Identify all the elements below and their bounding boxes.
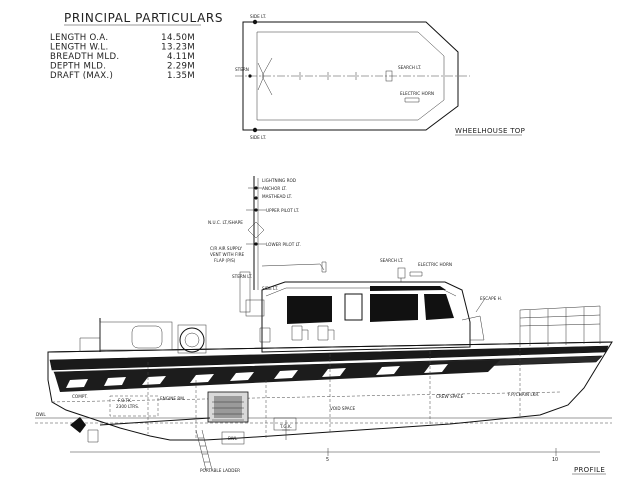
label-side-lt: SIDE LT.	[262, 286, 278, 291]
label-nuc-lt: N.U.C. LT./SHAPE	[208, 220, 243, 225]
masthead-light-icon	[254, 186, 258, 190]
profile-title: PROFILE	[574, 466, 605, 474]
bow-rail	[519, 305, 601, 347]
sheer-band	[49, 345, 609, 371]
lower-pilot-light-icon	[254, 242, 258, 246]
upper-pilot-light-icon	[254, 208, 258, 212]
label-search-lt: SEARCH LT.	[380, 258, 403, 263]
propeller-icon	[70, 417, 86, 433]
particular-label: DRAFT (MAX.)	[50, 71, 113, 81]
wheelhouse-window	[287, 296, 332, 324]
wheelhouse-window	[424, 294, 454, 320]
label-dwl: DWL	[36, 412, 46, 417]
horn-icon	[409, 271, 423, 277]
label-search-lt: SEARCH LT.	[398, 65, 421, 70]
label-side-lt-top: SIDE LT.	[250, 14, 266, 19]
particular-value: 14.50M	[161, 33, 195, 43]
wheelhouse-door	[344, 293, 363, 321]
mast-labels: LIGHTNING ROD ANCHOR LT. MASTHEAD LT. UP…	[208, 178, 301, 291]
particulars-heading: PRINCIPAL PARTICULARS	[64, 11, 223, 25]
propeller-shaft	[99, 417, 211, 426]
particular-label: LENGTH W.L.	[50, 43, 109, 53]
portable-ladder	[195, 429, 213, 471]
label-bwl: BWL	[228, 436, 238, 441]
principal-particulars: PRINCIPAL PARTICULARS LENGTH O.A. 14.50M…	[50, 11, 223, 81]
search-light-icon	[397, 267, 406, 279]
horn-icon	[404, 97, 420, 103]
label-air-supply: C/R AIR SUPPLY	[210, 246, 242, 251]
label-stern-lt: STERN LT.	[232, 274, 252, 279]
label-portable-ladder: PORTABLE LADDER	[200, 468, 240, 473]
wheelhouse	[259, 281, 485, 353]
stern-light-icon	[248, 74, 252, 78]
label-lower-pilot-lt: LOWER PILOT LT.	[266, 242, 301, 247]
label-tgk: T.G.K.	[279, 424, 292, 429]
anchor-light-icon	[254, 196, 258, 200]
aft-deck-equipment	[79, 321, 207, 354]
liferaft-canister	[131, 325, 163, 349]
label-crew-space: CREW SPACE	[436, 394, 464, 399]
particular-label: LENGTH O.A.	[50, 33, 108, 43]
label-fuel-tk: F.O.TK.	[118, 398, 132, 403]
wheelhouse-window	[370, 294, 418, 322]
label-fuel-tk-cap: 2300 LTRS.	[116, 404, 139, 409]
label-anchor-lt: ANCHOR LT.	[262, 186, 287, 191]
particular-value: 13.23M	[161, 43, 195, 53]
label-vent-fire: VENT WITH FIRE	[210, 252, 244, 257]
search-light-icon	[385, 70, 393, 82]
particular-value: 1.35M	[167, 71, 195, 81]
label-fp-chain-lkr: F.P./CHAIN LKR.	[508, 392, 540, 397]
hull-outline	[47, 341, 613, 441]
particulars-row: LENGTH W.L. 13.23M	[50, 43, 195, 53]
label-void-space: VOID SPACE	[330, 406, 356, 411]
particulars-row: DRAFT (MAX.) 1.35M	[50, 71, 195, 81]
deck-labels: SEARCH LT. ELECTRIC HORN ESCAPE H. F.P./…	[36, 258, 540, 473]
side-light-icon	[252, 19, 258, 25]
particular-label: DEPTH MLD.	[50, 62, 106, 72]
label-engine-rm: ENGINE RM.	[160, 396, 185, 401]
particular-value: 2.29M	[167, 62, 195, 72]
wheelhouse-top-plan: SIDE LT. SIDE LT. STERN SEARCH LT. ELECT…	[235, 14, 525, 140]
label-masthead-lt: MASTHEAD LT.	[262, 194, 292, 199]
lifebuoy-icon	[179, 327, 205, 353]
frame-mark: 10	[552, 457, 558, 463]
label-flap: FLAP (P/S)	[214, 258, 236, 263]
particular-label: BREADTH MLD.	[50, 52, 119, 62]
label-stern: STERN	[235, 67, 249, 72]
frame-scale: 5 10	[326, 448, 558, 463]
label-lightning-rod: LIGHTNING ROD	[262, 178, 296, 183]
engine-room	[70, 380, 297, 471]
profile-view: 5 10 LIGHTNING ROD ANCHOR LT. MASTHEAD L…	[35, 176, 613, 475]
wheelhouse-top-title: WHEELHOUSE TOP	[455, 127, 525, 135]
particulars-row: BREADTH MLD. 4.11M	[50, 52, 195, 62]
frame-mark: 5	[326, 457, 329, 463]
particulars-row: DEPTH MLD. 2.29M	[50, 62, 195, 72]
mast	[239, 176, 327, 317]
particular-value: 4.11M	[167, 52, 195, 62]
nuc-shape-icon	[247, 221, 265, 239]
label-compt: COMPT.	[72, 394, 88, 399]
label-electric-horn: ELECTRIC HORN	[418, 262, 452, 267]
label-upper-pilot-lt: UPPER PILOT LT.	[266, 208, 299, 213]
wheelhouse-roof-fittings	[397, 267, 423, 282]
label-escape-h: ESCAPE H.	[480, 296, 502, 301]
label-side-lt-bottom: SIDE LT.	[250, 135, 266, 140]
side-light-icon	[252, 127, 258, 133]
particulars-row: LENGTH O.A. 14.50M	[50, 33, 195, 43]
label-electric-horn: ELECTRIC HORN	[400, 91, 434, 96]
